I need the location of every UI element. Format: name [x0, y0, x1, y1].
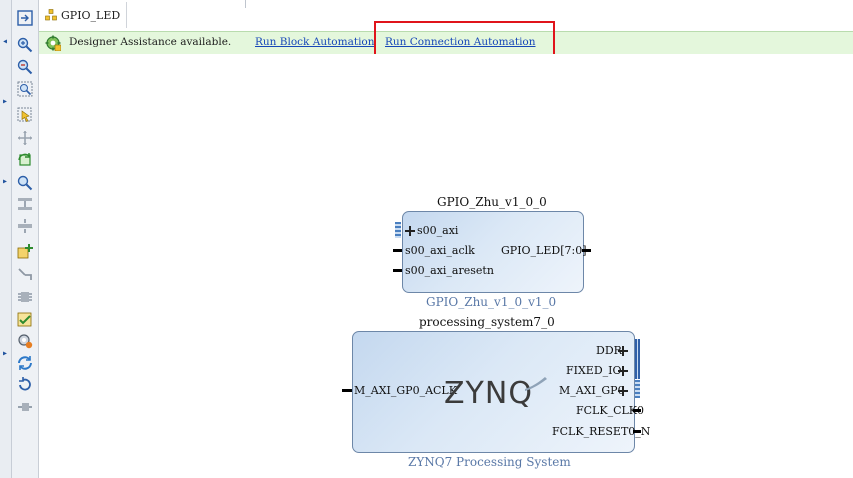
pin-fclk-reset0-n[interactable]: [633, 430, 641, 433]
regenerate-layout-icon[interactable]: [17, 152, 33, 168]
banner-message: Designer Assistance available.: [69, 36, 232, 48]
zoom-in-icon[interactable]: [17, 37, 33, 53]
zynq-ps7-ip-block[interactable]: [352, 331, 635, 453]
fit-view-icon[interactable]: [17, 10, 33, 26]
ps7-block-ip-name: ZYNQ7 Processing System: [408, 455, 571, 469]
rotate-icon[interactable]: [17, 376, 33, 392]
port-fclk-reset0-n: FCLK_RESET0_N: [552, 425, 651, 438]
left-panel-edge: ◂ ▸ ▸ ▸: [0, 0, 12, 478]
s00-axi-bus-connector[interactable]: [395, 222, 401, 238]
search-icon[interactable]: [17, 175, 33, 191]
move-icon[interactable]: [17, 130, 33, 146]
designer-assistance-icon: [45, 35, 61, 51]
expand-interface-icon[interactable]: [618, 366, 628, 376]
port-s00-axi: s00_axi: [417, 224, 459, 237]
port-ddr: DDR: [596, 344, 622, 357]
zoom-fit-icon[interactable]: [17, 81, 33, 97]
add-module-icon[interactable]: [17, 289, 33, 305]
validate-design-icon[interactable]: [17, 312, 33, 328]
designer-assistance-banner: Designer Assistance available. Run Block…: [39, 31, 853, 55]
diagram-tab-bar: GPIO_LED: [39, 0, 853, 30]
port-fclk-clk0: FCLK_CLK0: [576, 404, 645, 417]
pin-m-axi-gp0-aclk[interactable]: [342, 389, 352, 392]
zynq-logo: ZYNQ: [444, 376, 533, 411]
block-design-icon: [45, 9, 57, 21]
pin-s00-axi-aclk[interactable]: [393, 249, 402, 252]
port-fixed-io: FIXED_IO: [566, 364, 622, 377]
expand-interface-icon[interactable]: [405, 226, 415, 236]
tab-divider: [245, 0, 246, 8]
pin-fclk-clk0[interactable]: [633, 409, 641, 412]
zynq-logo-swoosh: [525, 377, 547, 391]
tab-gpio-led[interactable]: GPIO_LED: [39, 2, 128, 28]
port-m-axi-gp0: M_AXI_GP0: [559, 384, 625, 397]
tab-title: GPIO_LED: [61, 8, 121, 22]
m-axi-gp0-bus-connector[interactable]: [635, 380, 640, 398]
gpio-ip-block[interactable]: [402, 211, 584, 293]
panel-marker: ◂: [2, 36, 9, 47]
panel-marker: ▸: [2, 176, 9, 187]
ps7-block-instance-name: processing_system7_0: [419, 315, 555, 329]
run-connection-automation-link[interactable]: Run Connection Automation: [385, 36, 536, 48]
expand-icon[interactable]: [17, 218, 33, 234]
settings-icon[interactable]: [17, 333, 33, 349]
pin-s00-axi-aresetn[interactable]: [393, 269, 402, 272]
gpio-block-ip-name: GPIO_Zhu_v1_0_v1_0: [426, 295, 557, 309]
refresh-icon[interactable]: [17, 355, 33, 371]
pin-gpio-led[interactable]: [582, 249, 591, 252]
expand-interface-icon[interactable]: [618, 346, 628, 356]
block-diagram-canvas[interactable]: GPIO_Zhu_v1_0_0 s00_axi s00_axi_aclk s00…: [39, 54, 853, 478]
gpio-block-instance-name: GPIO_Zhu_v1_0_0: [437, 195, 547, 209]
add-ip-icon[interactable]: [17, 243, 33, 259]
select-area-icon[interactable]: [17, 107, 33, 123]
panel-marker: ▸: [2, 96, 9, 107]
run-block-automation-link[interactable]: Run Block Automation: [255, 36, 375, 48]
port-s00-axi-aresetn: s00_axi_aresetn: [405, 264, 494, 277]
port-m-axi-gp0-aclk: M_AXI_GP0_ACLK: [354, 384, 457, 397]
panel-marker: ▸: [2, 348, 9, 359]
port-icon[interactable]: [17, 399, 33, 415]
port-gpio-led: GPIO_LED[7:0]: [501, 244, 587, 257]
make-connection-icon[interactable]: [17, 266, 33, 282]
ddr-fixed-io-bus-connector[interactable]: [635, 339, 640, 379]
collapse-icon[interactable]: [17, 196, 33, 212]
port-s00-axi-aclk: s00_axi_aclk: [405, 244, 475, 257]
diagram-toolbar: [12, 0, 39, 478]
expand-interface-icon[interactable]: [618, 386, 628, 396]
zoom-out-icon[interactable]: [17, 59, 33, 75]
